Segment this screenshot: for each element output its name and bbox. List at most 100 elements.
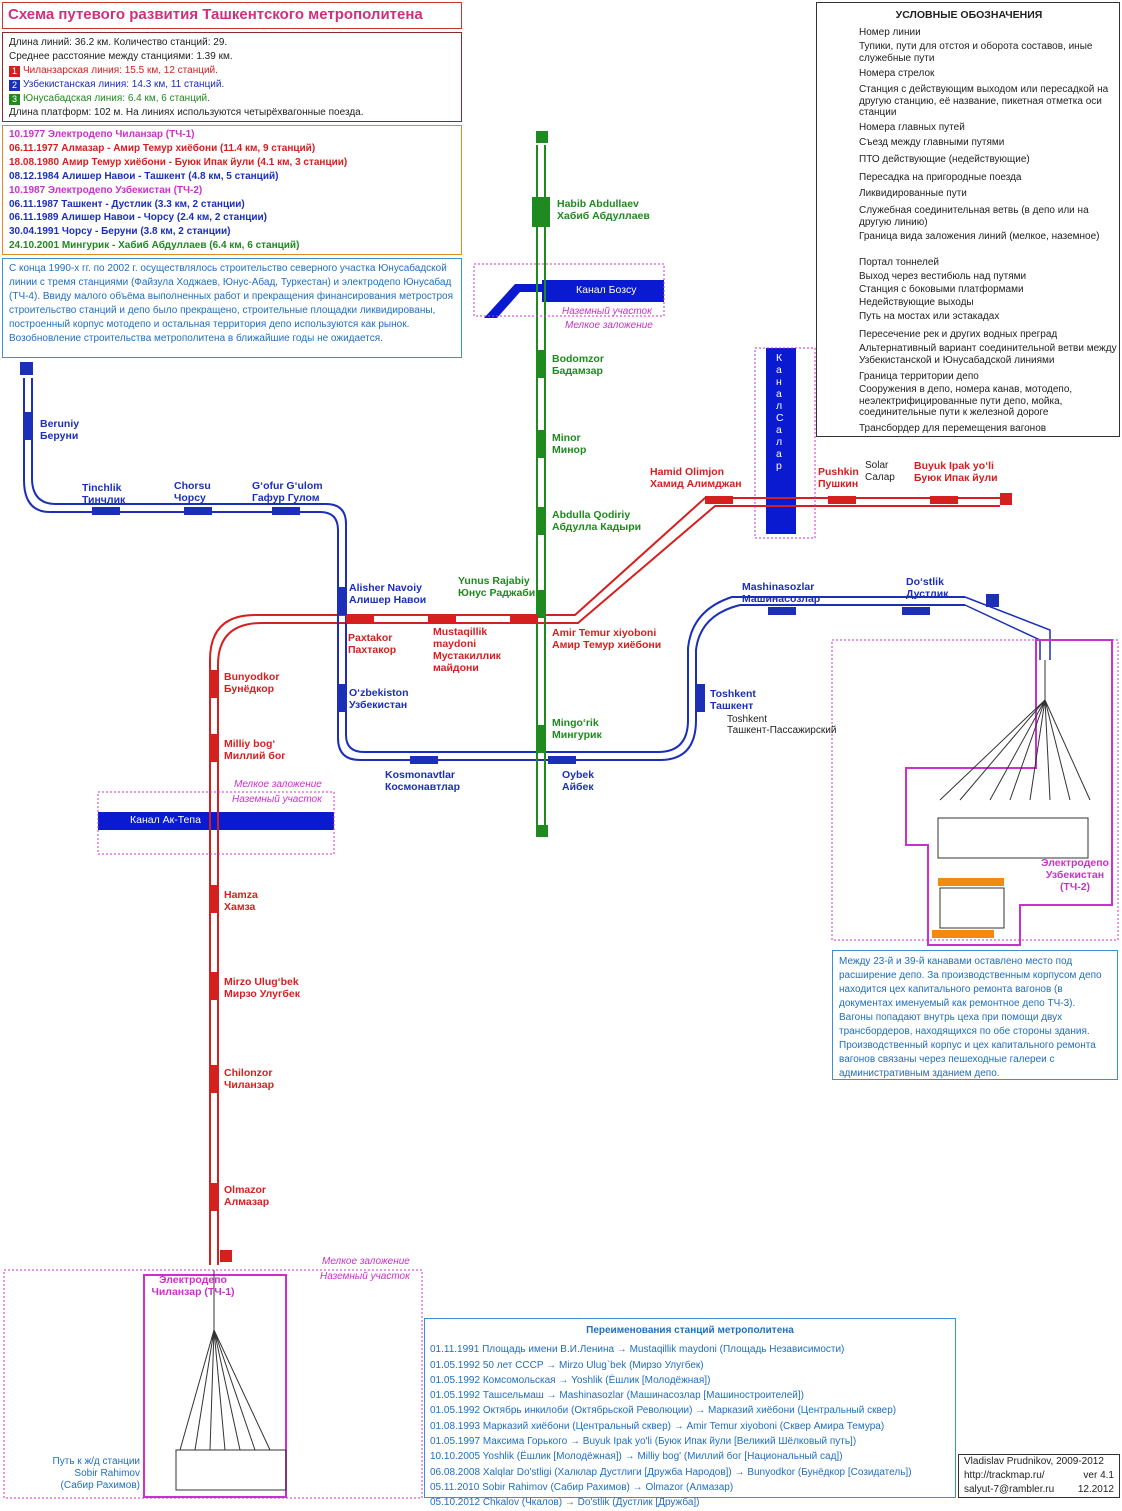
info-lengths: Длина линий: 36.2 км. Количество станций… xyxy=(9,37,228,48)
station-alisher xyxy=(337,587,347,615)
author-name: Vladislav Prudnikov, 2009-2012 xyxy=(964,1456,1104,1467)
station-buyuk xyxy=(930,496,958,504)
label-kanal-aktepa: Канал Ак-Тепа xyxy=(130,814,201,826)
station-paxtakor xyxy=(346,615,374,623)
station-hamid xyxy=(705,496,733,504)
label-kanal-salar: Канал Салар xyxy=(776,352,784,472)
history-item: 18.08.1980 Амир Темур хиёбони - Буюк Ипа… xyxy=(9,156,348,168)
station-bunyodkor xyxy=(209,670,219,698)
rename-item: 05.11.2010 Sobir Rahimov (Сабир Рахимов)… xyxy=(430,1481,734,1493)
legend-item: Граница вида заложения линий (мелкое, на… xyxy=(859,231,1100,242)
station-minor xyxy=(536,430,546,458)
author-email[interactable]: salyut-7@rambler.ru xyxy=(964,1484,1055,1495)
legend-item: Номера стрелок xyxy=(859,68,935,79)
station-mashinasozlar xyxy=(768,607,796,615)
depot-note: Между 23-й и 39-й канавами оставлено мес… xyxy=(832,950,1118,1080)
station-habib xyxy=(532,197,550,227)
rename-item: 05.10.2012 Chkalov (Чкалов) → Do'stlik (… xyxy=(430,1497,700,1509)
aktepa-canal xyxy=(98,812,334,830)
station-olmazor xyxy=(209,1183,219,1211)
history-item: 06.11.1989 Алишер Навои - Чорсу (2.4 км,… xyxy=(9,212,268,224)
construction-note: С конца 1990-х гг. по 2002 г. осуществля… xyxy=(2,258,462,358)
label-solar: Solar Салар xyxy=(865,460,895,483)
label-depot1: Электродепо Чиланзар (ТЧ-1) xyxy=(151,1274,235,1298)
bozsu-canal-bend xyxy=(484,284,545,318)
renames-title: Переименования станций метрополитена xyxy=(586,1325,794,1336)
legend-item: Портал тоннелей xyxy=(859,257,940,268)
bozsu-canal-strip xyxy=(542,280,664,302)
station-oybek xyxy=(548,756,576,764)
history-item: 06.11.1987 Ташкент - Дустлик (3.3 км, 2 … xyxy=(9,198,245,210)
info-platform: Длина платформ: 102 м. На линиях использ… xyxy=(9,107,364,118)
legend-item: Пересечение рек и других водных преград xyxy=(859,329,1058,340)
info-line2-text: Узбекистанская линия: 14.3 км, 11 станци… xyxy=(23,79,225,90)
station-yunus xyxy=(536,590,546,618)
legend-item: Номер линии xyxy=(859,27,921,38)
depot1-boundary xyxy=(143,1274,287,1498)
author-email-row: salyut-7@rambler.ru 12.2012 xyxy=(964,1483,1114,1497)
legend-item: Граница территории депо xyxy=(859,371,979,382)
station-pushkin xyxy=(828,496,856,504)
rename-item: 01.11.1991 Площадь имени В.И.Ленина → Mu… xyxy=(430,1344,845,1356)
label-milliy: Milliy bog‘Миллий бог xyxy=(224,738,286,762)
line1-badge: 1 xyxy=(9,66,20,77)
station-ozbekiston xyxy=(337,684,347,712)
legend-title: УСЛОВНЫЕ ОБОЗНАЧЕНИЯ xyxy=(895,9,1043,21)
page-title: Схема путевого развития Ташкентского мет… xyxy=(8,6,423,23)
station-chorsu xyxy=(184,507,212,515)
section-boundaries xyxy=(3,263,1119,1499)
transborder-top xyxy=(938,878,1004,886)
rename-item: 01.05.1992 Ташсельмаш → Mashinasozlar (М… xyxy=(430,1390,804,1402)
red-line xyxy=(209,497,1000,1265)
legend-item: Номера главных путей xyxy=(859,122,965,133)
legend-item: Служебная соединительная ветвь (в депо и… xyxy=(859,205,1089,228)
rename-item: 01.05.1997 Максима Горького → Buyuk Ipak… xyxy=(430,1436,857,1448)
info-line1-text: Чиланзарская линия: 15.5 км, 12 станций. xyxy=(23,65,218,76)
info-box: Длина линий: 36.2 км. Количество станций… xyxy=(2,32,462,122)
station-bodomzor xyxy=(536,350,546,378)
green-line xyxy=(536,145,546,825)
history-item: 24.10.2001 Мингурик - Хабиб Абдуллаев (6… xyxy=(9,240,300,252)
station-hamza xyxy=(209,885,219,913)
label-ground-1: Наземный участок xyxy=(562,306,652,317)
author-url[interactable]: http://trackmap.ru/ xyxy=(964,1470,1045,1481)
line3-badge: 3 xyxy=(9,94,20,105)
legend-item: Съезд между главными путями xyxy=(859,137,1005,148)
history-item: 30.04.1991 Чорсу - Беруни (3.8 км, 2 ста… xyxy=(9,226,231,238)
legend-item: Трансбордер для перемещения вагонов xyxy=(859,423,1047,434)
legend-item: Альтернативный вариант соединительной ве… xyxy=(859,343,1117,366)
legend-item: ПТО действующие (недействующие) xyxy=(859,154,1030,165)
history-item: 08.12.1984 Алишер Навои - Ташкент (4.8 к… xyxy=(9,170,279,182)
legend-item: Станция с действующим выходом или переса… xyxy=(859,84,1109,118)
station-mirzo xyxy=(209,972,219,1000)
station-kosmonavtlar xyxy=(410,756,438,764)
label-depot2: Электродепо Узбекистан (ТЧ-2) xyxy=(1041,857,1109,893)
station-mingorik xyxy=(536,725,546,753)
info-avg: Среднее расстояние между станциями: 1.39… xyxy=(9,51,233,62)
legend-item: Путь на мостах или эстакадах xyxy=(859,311,1000,322)
label-rail-toshkent-1: Toshkent xyxy=(727,714,768,725)
legend-item: Станция с боковыми платформами xyxy=(859,284,1024,295)
rename-item: 10.10.2005 Yoshlik (Ёшлик [Молодёжная]) … xyxy=(430,1451,843,1463)
label-ground-3: Наземный участок xyxy=(320,1271,410,1282)
